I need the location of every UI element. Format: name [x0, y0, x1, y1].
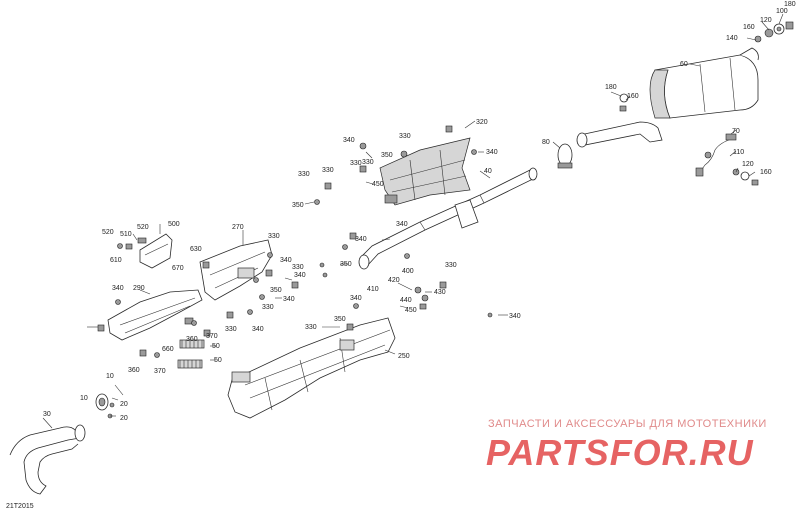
oxygen-sensor-part [695, 133, 737, 177]
part-label: 140 [726, 35, 738, 42]
part-label: 10 [106, 373, 114, 380]
part-label: 340 [343, 137, 355, 144]
part-label: 330 [305, 324, 317, 331]
part-label: 60 [680, 61, 688, 68]
part-label: 350 [381, 152, 393, 159]
part-label: 420 [388, 277, 400, 284]
part-label: 340 [486, 149, 498, 156]
part-label: 500 [168, 221, 180, 228]
part-label: 330 [298, 171, 310, 178]
part-label: 340 [283, 296, 295, 303]
mid-pipe-part [358, 167, 538, 270]
spring-part-upper [179, 339, 205, 349]
part-label: 340 [294, 272, 306, 279]
watermark-subtitle: ЗАПЧАСТИ И АКСЕССУАРЫ ДЛЯ МОТОТЕХНИКИ [488, 418, 767, 430]
part-label: 10 [80, 395, 88, 402]
part-label: 330 [268, 233, 280, 240]
part-label: 660 [162, 346, 174, 353]
part-label: 670 [172, 265, 184, 272]
part-label: 350 [292, 202, 304, 209]
part-label: 450 [405, 307, 417, 314]
part-label: 330 [322, 167, 334, 174]
part-label: 330 [399, 133, 411, 140]
part-label: 250 [398, 353, 410, 360]
part-label: 40 [484, 168, 492, 175]
part-label: 50 [212, 343, 220, 350]
clamp-part-80 [557, 143, 573, 169]
part-label: 630 [190, 246, 202, 253]
heat-shield-250 [227, 317, 396, 419]
part-label: 330 [362, 159, 374, 166]
part-label: 510 [120, 231, 132, 238]
part-label: 520 [137, 224, 149, 231]
part-label: 340 [509, 313, 521, 320]
part-label: 340 [396, 221, 408, 228]
part-label: 350 [334, 316, 346, 323]
part-label: 400 [402, 268, 414, 275]
part-label: 440 [400, 297, 412, 304]
part-label: 340 [112, 285, 124, 292]
part-label: 360 [186, 336, 198, 343]
part-number-labels: 100 180 160 120 140 60 180 160 70 80 110… [43, 1, 796, 422]
part-label: 320 [476, 119, 488, 126]
part-label: 610 [110, 257, 122, 264]
part-label: 330 [292, 264, 304, 271]
part-label: 120 [742, 161, 754, 168]
part-label: 160 [743, 24, 755, 31]
muffler-inlet-pipe [576, 121, 663, 148]
part-label: 50 [214, 357, 222, 364]
part-label: 340 [280, 257, 292, 264]
part-label: 340 [355, 236, 367, 243]
part-label: 70 [732, 128, 740, 135]
fastener-hardware [97, 125, 493, 358]
heat-shield-270 [199, 239, 273, 301]
part-label: 340 [252, 326, 264, 333]
part-label: 410 [367, 286, 379, 293]
bracket-500 [117, 233, 173, 269]
muffler-part [649, 47, 759, 119]
part-label: 160 [627, 93, 639, 100]
watermark-logo: PARTSFOR.RU [486, 432, 754, 473]
part-label: 80 [542, 139, 550, 146]
spring-part-lower [177, 359, 203, 369]
part-label: 340 [350, 295, 362, 302]
part-label: 160 [760, 169, 772, 176]
diagram-code: 21T2015 [6, 503, 34, 510]
part-label: 120 [760, 17, 772, 24]
part-label: 290 [133, 285, 145, 292]
part-label: 350 [340, 261, 352, 268]
part-label: 180 [605, 84, 617, 91]
part-label: 100 [776, 8, 788, 15]
part-label: 350 [270, 287, 282, 294]
head-pipe-30 [9, 424, 86, 495]
heat-shield-320 [379, 137, 471, 206]
part-label: 110 [733, 149, 744, 156]
part-label: 180 [784, 1, 796, 8]
part-label: 330 [350, 160, 362, 167]
part-label: 360 [128, 367, 140, 374]
part-label: 330 [225, 326, 237, 333]
leader-lines [42, 13, 784, 429]
part-label: 430 [434, 289, 446, 296]
part-label: 450 [372, 181, 384, 188]
muffler-hardware-top [754, 21, 794, 43]
part-label: 20 [120, 415, 128, 422]
part-label: 20 [120, 401, 128, 408]
part-label: 330 [262, 304, 274, 311]
part-label: 270 [232, 224, 244, 231]
gasket-part [95, 384, 124, 419]
part-label: 370 [154, 368, 166, 375]
part-label: 520 [102, 229, 114, 236]
heat-shield-290 [107, 289, 203, 341]
part-label: 30 [43, 411, 51, 418]
part-label: 370 [206, 333, 218, 340]
part-label: 330 [445, 262, 457, 269]
